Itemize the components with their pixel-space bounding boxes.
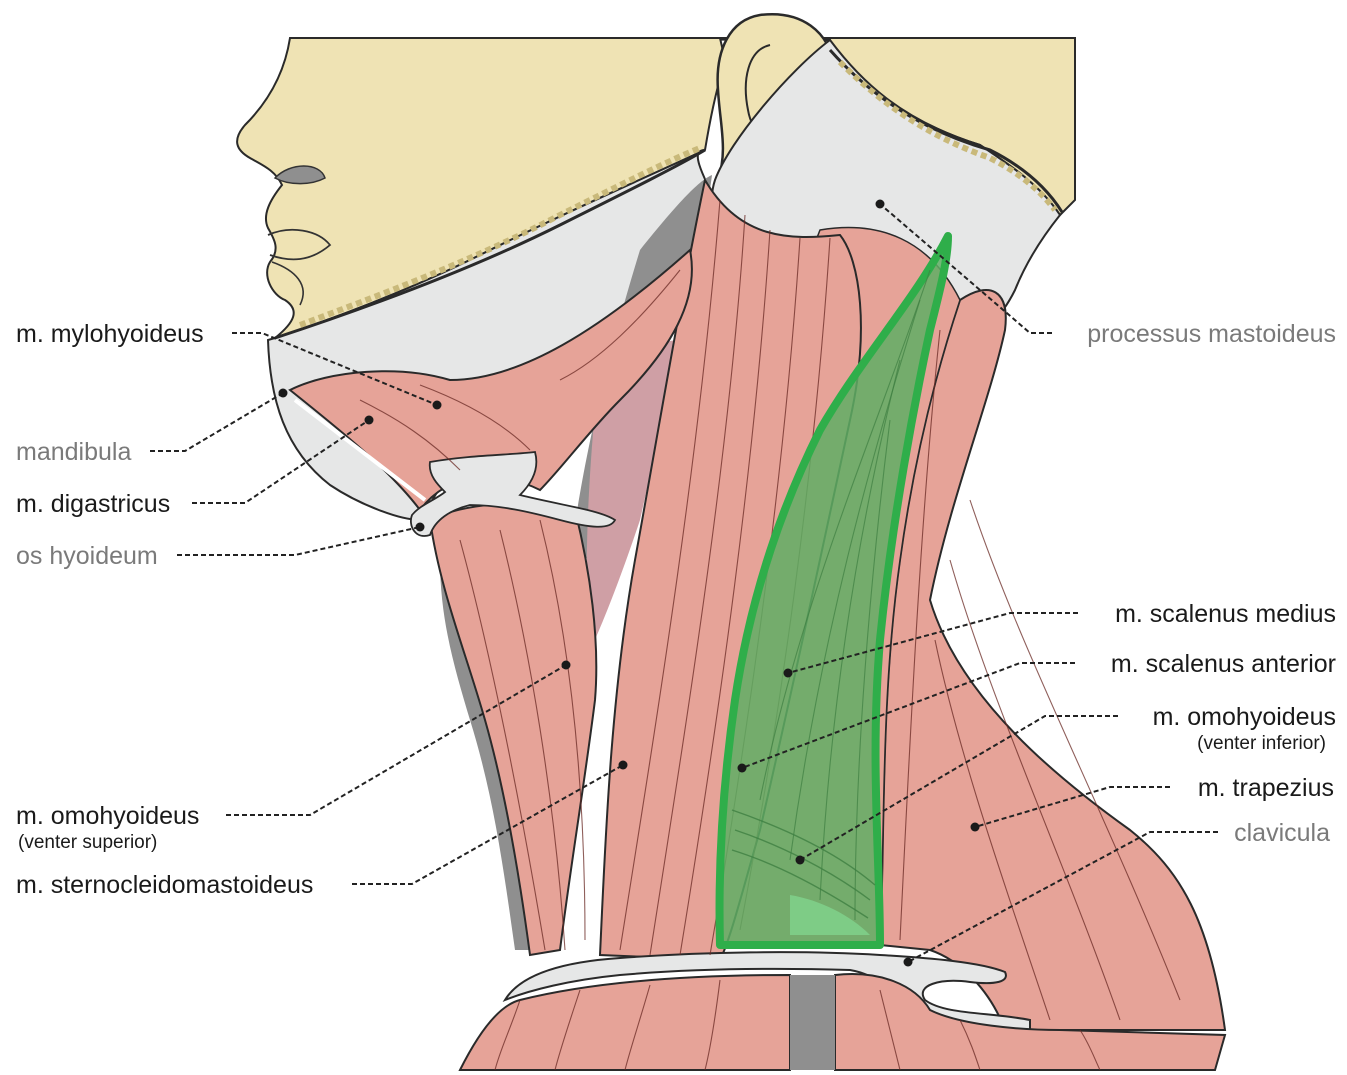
label-processus-mastoideus: processus mastoideus [1087,320,1336,348]
hyoid-bone [410,451,617,537]
label-trapezius: m. trapezius [1198,774,1334,802]
deep-tissue-pink [586,340,680,650]
label-scalenus-anterior: m. scalenus anterior [1111,650,1336,678]
label-os-hyoideum: os hyoideum [16,542,158,570]
lips [267,228,332,261]
hairline-edge-inner [837,59,1058,212]
scalene-fibers [731,269,931,921]
chest-muscles-right [834,973,1227,1071]
label-omohyoideus-superior-sub: (venter superior) [18,832,157,853]
label-omohyoideus-inferior-sub: (venter inferior) [1197,733,1326,754]
mastoid-bone-region [711,38,1062,325]
label-scalenus-medius: m. scalenus medius [1115,600,1336,628]
label-omohyoideus-superior: m. omohyoideus [16,802,199,830]
label-mandibula: mandibula [16,438,131,466]
jaw-edge-inner [298,145,702,328]
label-digastricus: m. digastricus [16,490,170,518]
jaw-edge [274,148,706,340]
digastric-tendon [293,398,427,502]
clavicle-bone [502,951,1031,1034]
sternal-gap [790,975,835,1070]
leader-lines [150,199,1218,967]
label-omohyoideus-inferior: m. omohyoideus [1153,703,1336,731]
label-sternocleidomastoideus: m. sternocleidomastoideus [16,871,313,899]
scalene-highlight-region [715,232,952,949]
nostril [273,165,326,185]
label-clavicula: clavicula [1234,819,1330,847]
chest-muscles [458,973,791,1071]
lips-lower [271,261,304,306]
scalene-lower-light [790,895,870,935]
label-mylohyoideus: m. mylohyoideus [16,320,204,348]
